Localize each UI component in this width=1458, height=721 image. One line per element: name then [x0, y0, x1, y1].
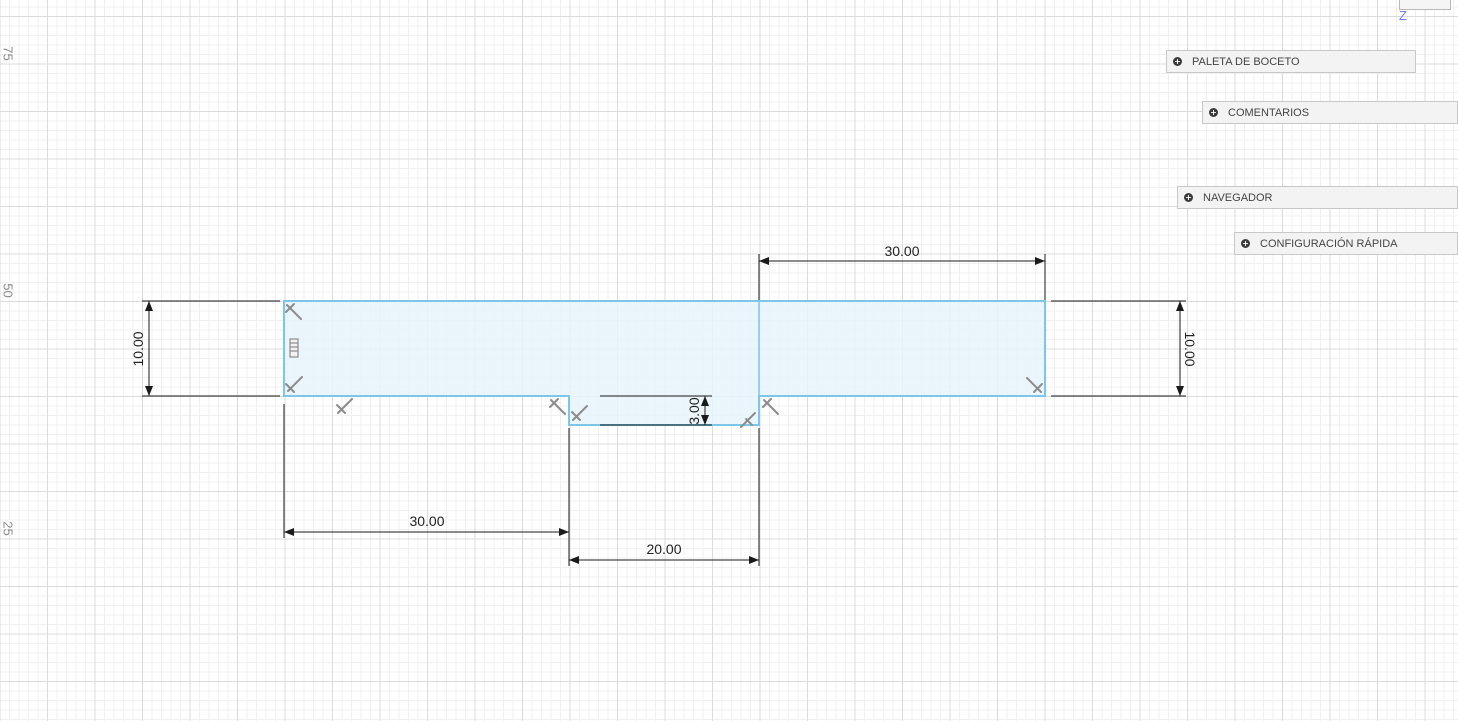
expand-icon: +	[1241, 239, 1250, 248]
dimension-bottom-left-width[interactable]: 30.00	[409, 513, 444, 529]
sketch-palette-panel[interactable]: + PALETA DE BOCETO	[1166, 50, 1416, 73]
browser-panel[interactable]: + NAVEGADOR	[1177, 186, 1458, 209]
dimension-notch-width[interactable]: 20.00	[646, 541, 681, 557]
browser-label: NAVEGADOR	[1203, 191, 1273, 204]
perpendicular-constraint-icon[interactable]	[549, 398, 566, 415]
perpendicular-constraint-icon[interactable]	[762, 398, 779, 415]
dimension-right-height[interactable]: 10.00	[1182, 331, 1198, 366]
perpendicular-constraint-icon[interactable]	[571, 405, 588, 421]
perpendicular-constraint-icon[interactable]	[336, 398, 353, 414]
dimension-left-height[interactable]: 10.00	[130, 331, 146, 366]
perpendicular-constraint-icon[interactable]	[285, 303, 302, 320]
dimension-top-width[interactable]: 30.00	[884, 243, 919, 259]
viewcube[interactable]	[1399, 0, 1451, 10]
perpendicular-constraint-icon[interactable]	[285, 376, 303, 393]
quick-setup-label: CONFIGURACIÓN RÁPIDA	[1260, 237, 1398, 250]
comments-label: COMENTARIOS	[1228, 106, 1310, 119]
axis-z-label: Z	[1399, 8, 1407, 23]
quick-setup-panel[interactable]: + CONFIGURACIÓN RÁPIDA	[1234, 232, 1458, 255]
sketch-profile[interactable]	[283, 300, 1046, 426]
extension-lines	[142, 254, 1186, 566]
perpendicular-constraint-icon[interactable]	[740, 412, 756, 428]
perpendicular-constraint-icon[interactable]	[1026, 377, 1043, 393]
sketch-palette-label: PALETA DE BOCETO	[1192, 55, 1300, 68]
expand-icon: +	[1184, 193, 1193, 202]
expand-icon: +	[1209, 108, 1218, 117]
fix-constraint-icon[interactable]	[289, 338, 299, 358]
comments-panel[interactable]: + COMENTARIOS	[1202, 101, 1458, 124]
expand-icon: +	[1173, 57, 1182, 66]
dimension-notch-depth[interactable]: 3.00	[686, 397, 702, 424]
